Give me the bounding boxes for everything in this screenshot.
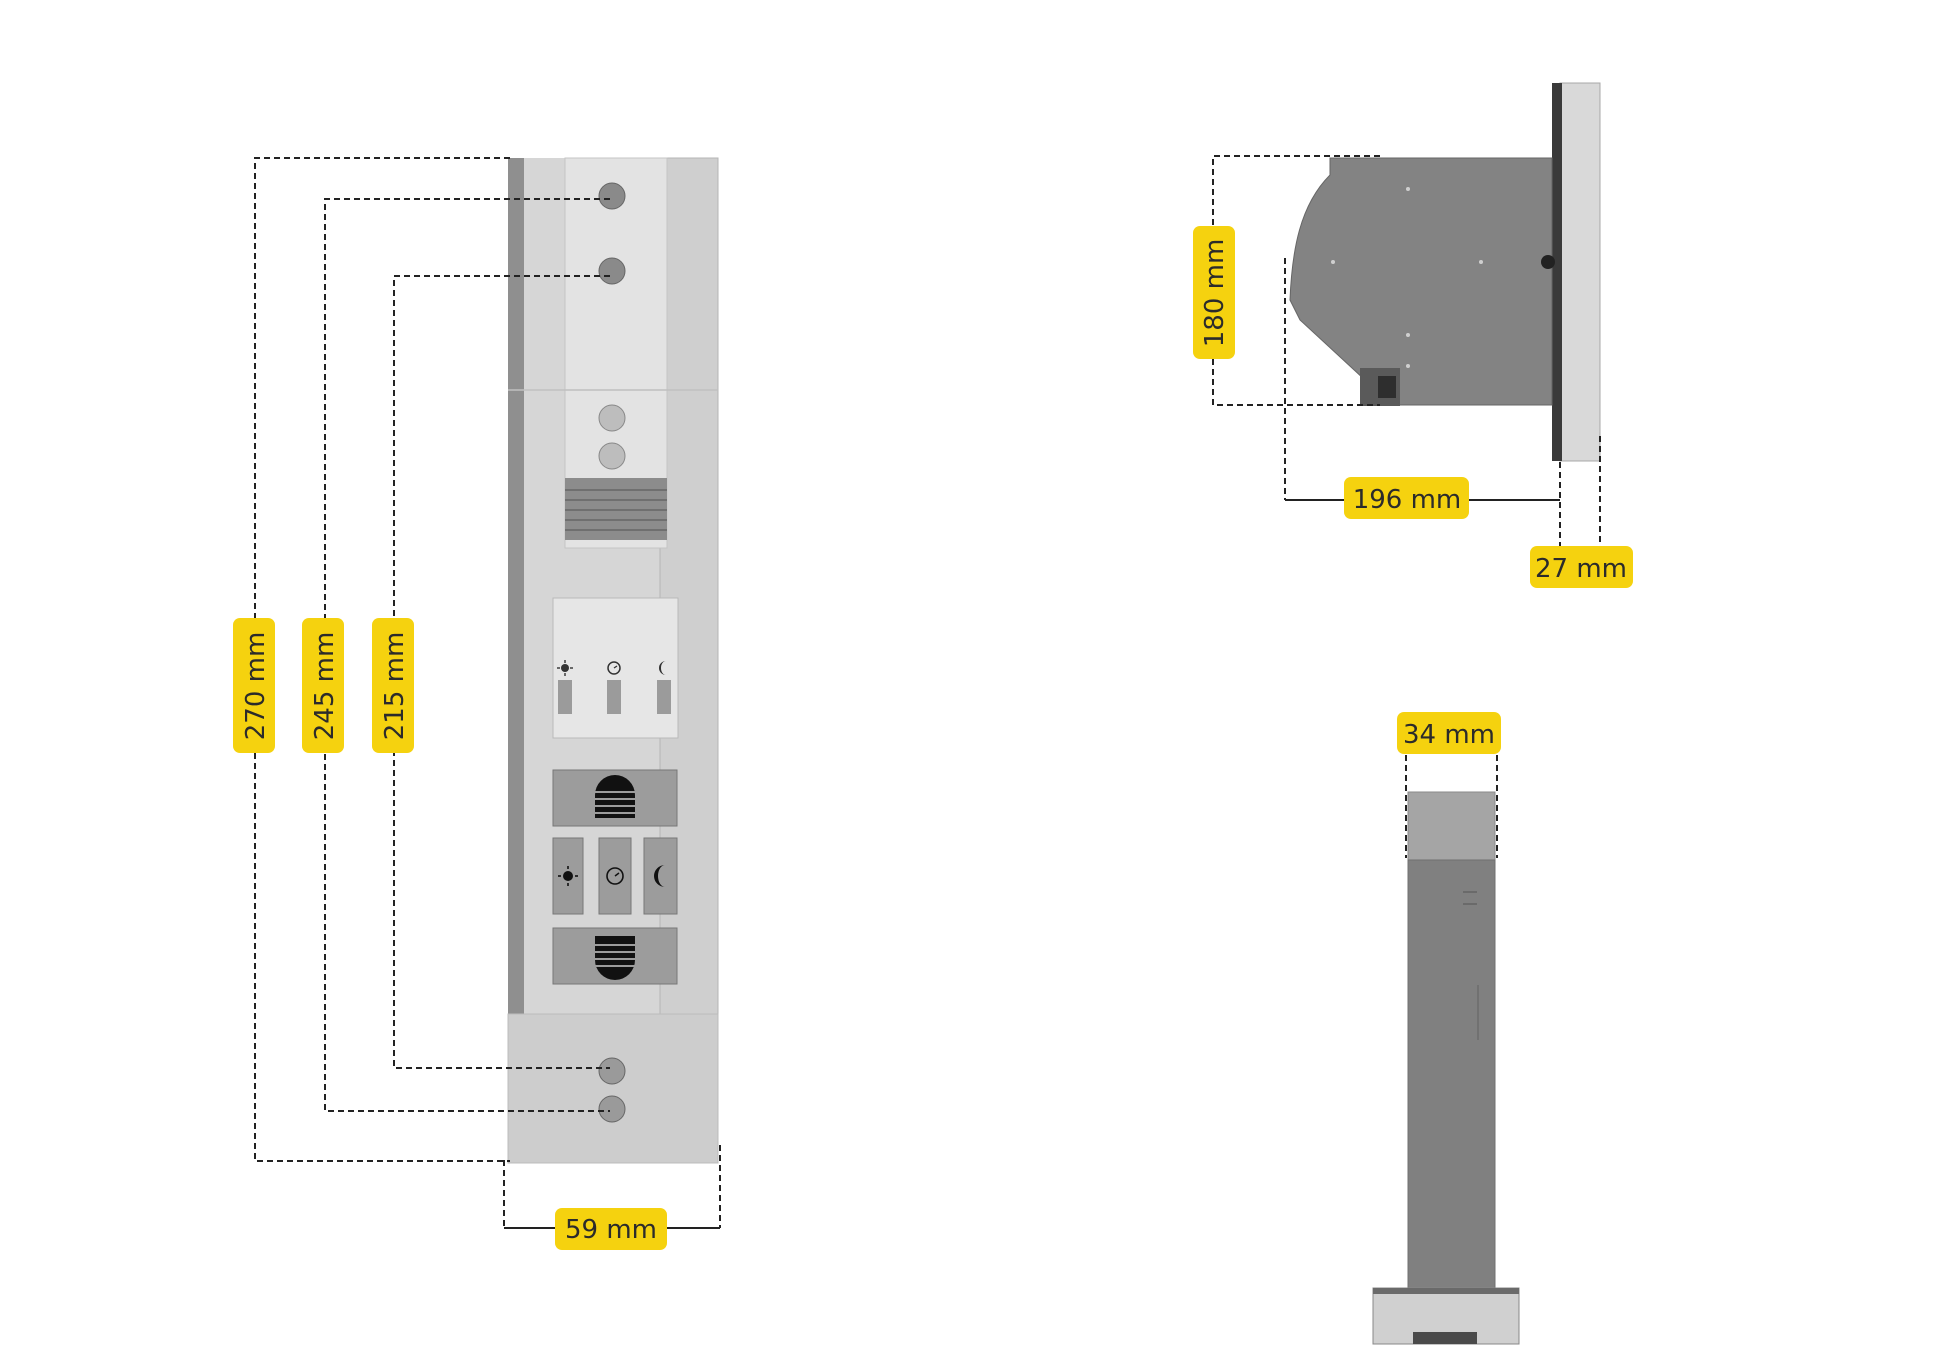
dim-badge-34: 34 mm bbox=[1397, 712, 1501, 754]
top-cap bbox=[1407, 791, 1496, 861]
switch-slot-sun bbox=[558, 680, 572, 714]
switch-slot-moon bbox=[657, 680, 671, 714]
moon-icon bbox=[659, 661, 666, 675]
top-body bbox=[1407, 859, 1496, 1289]
clock-icon bbox=[607, 661, 621, 675]
dim-badge-270: 270 mm bbox=[233, 618, 275, 753]
dim-label-27: 27 mm bbox=[1535, 554, 1627, 584]
screw-hole-2 bbox=[598, 257, 626, 285]
dim-badge-215: 215 mm bbox=[372, 618, 414, 753]
dim-label-34: 34 mm bbox=[1403, 720, 1495, 750]
dim-badge-59: 59 mm bbox=[555, 1208, 667, 1250]
dim-label-215: 215 mm bbox=[380, 632, 410, 741]
sun-icon bbox=[558, 866, 578, 886]
shutter-down-icon bbox=[595, 936, 635, 980]
top-view bbox=[1372, 791, 1520, 1345]
moon-mode-button[interactable] bbox=[643, 837, 678, 915]
switch-panel bbox=[552, 597, 679, 739]
dim-label-270: 270 mm bbox=[241, 632, 271, 741]
top-dimension-lines bbox=[1405, 745, 1498, 858]
screw-hole-1 bbox=[598, 182, 626, 210]
side-strap-inner bbox=[1378, 376, 1396, 398]
clock-icon bbox=[606, 867, 624, 885]
shutter-up-icon bbox=[595, 775, 635, 818]
top-strap-slot bbox=[1413, 1332, 1477, 1344]
side-motor-body bbox=[1289, 157, 1553, 406]
dim-badge-27: 27 mm bbox=[1530, 546, 1633, 588]
screw-hole-4 bbox=[598, 442, 626, 470]
dim-label-59: 59 mm bbox=[565, 1215, 657, 1245]
side-front-plate bbox=[1559, 82, 1601, 462]
side-pivot bbox=[1541, 255, 1555, 269]
dim-label-245: 245 mm bbox=[310, 632, 340, 741]
side-rivets bbox=[1331, 187, 1483, 368]
screw-hole-5 bbox=[598, 1057, 626, 1085]
screw-hole-6 bbox=[598, 1095, 626, 1123]
dim-badge-245: 245 mm bbox=[302, 618, 344, 753]
housing-left-edge bbox=[508, 158, 524, 1014]
dim-badge-196: 196 mm bbox=[1344, 477, 1469, 519]
screw-hole-3 bbox=[598, 404, 626, 432]
side-plate-edge bbox=[1552, 83, 1562, 461]
moon-icon bbox=[654, 865, 665, 887]
top-base-shadow bbox=[1373, 1288, 1519, 1294]
dim-label-180: 180 mm bbox=[1200, 239, 1230, 348]
sun-icon bbox=[557, 660, 573, 676]
side-view bbox=[1289, 82, 1601, 462]
front-view bbox=[507, 157, 719, 1164]
dim-badge-180: 180 mm bbox=[1193, 226, 1235, 359]
housing-bottom-cap bbox=[507, 1013, 719, 1164]
dim-label-196: 196 mm bbox=[1353, 485, 1462, 515]
strap-outlet-ribs bbox=[565, 489, 667, 531]
switch-slot-clock bbox=[607, 680, 621, 714]
